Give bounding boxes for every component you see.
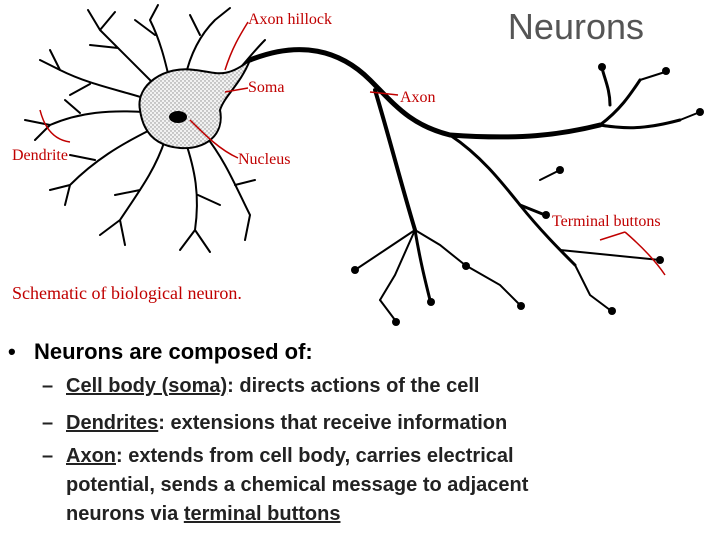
term-terminal-buttons: terminal buttons — [183, 503, 341, 525]
desc-dendrites: : extensions that receive information — [158, 412, 508, 434]
label-nucleus: Nucleus — [238, 151, 290, 168]
label-axon: Axon — [400, 89, 436, 106]
desc-axon-line3: neurons via terminal buttons — [42, 500, 528, 529]
axon — [247, 47, 701, 321]
label-terminal-buttons: Terminal buttons — [552, 213, 661, 230]
desc-axon-line3-text: neurons via — [66, 503, 184, 525]
sub-bullet-axon: –Axon: extends from cell body, carries e… — [42, 442, 528, 529]
sub-bullet-cell-body: –Cell body (soma): directs actions of th… — [42, 375, 480, 397]
label-pointers — [39, 21, 666, 276]
desc-axon: : extends from cell body, carries electr… — [116, 445, 514, 467]
terminal-buttons — [351, 63, 704, 326]
soma-shape — [138, 56, 253, 150]
label-dendrite: Dendrite — [12, 147, 68, 164]
term-cell-body: Cell body (soma) — [66, 375, 228, 397]
desc-cell-body: : directs actions of the cell — [227, 375, 480, 397]
neuron-diagram: Axon hillock Soma Axon Dendrite Nucleus … — [12, 4, 704, 326]
nucleus-shape — [169, 111, 187, 123]
main-bullet-text: Neurons are composed of: — [34, 339, 313, 364]
sub-bullet-dendrites: –Dendrites: extensions that receive info… — [42, 412, 508, 434]
diagram-caption: Schematic of biological neuron. — [12, 283, 242, 303]
label-soma: Soma — [248, 79, 284, 96]
desc-axon-line2: potential, sends a chemical message to a… — [66, 474, 529, 496]
term-axon: Axon — [66, 445, 116, 467]
label-axon-hillock: Axon hillock — [248, 11, 332, 28]
slide-title: Neurons — [507, 6, 644, 47]
term-dendrites: Dendrites — [66, 412, 159, 434]
bullet-dot: • — [8, 339, 16, 364]
main-bullet: • Neurons are composed of: — [8, 339, 313, 365]
